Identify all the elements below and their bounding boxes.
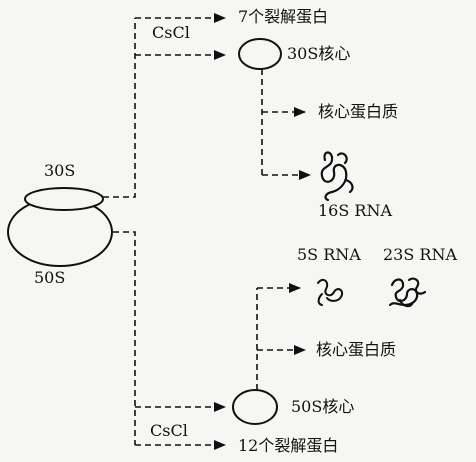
label-5s-rna: 5S RNA: [297, 246, 361, 264]
label-50s: 50S: [34, 269, 65, 287]
label-30s-core: 30S核心: [287, 45, 350, 63]
label-cscl-bottom: CsCl: [150, 422, 188, 440]
rna-coil-icon-23s: [390, 279, 425, 307]
connector-50s: [113, 232, 135, 445]
particle-icon-30s-core: [239, 39, 281, 69]
label-30s: 30S: [44, 162, 75, 180]
rna-coil-icon-16s: [322, 153, 353, 201]
label-16s-rna: 16S RNA: [318, 202, 392, 220]
particle-icon-50s-core: [233, 390, 277, 424]
label-50s-core: 50S核心: [291, 398, 354, 416]
ribosome-icon: [8, 188, 112, 266]
label-12-proteins: 12个裂解蛋白: [238, 437, 338, 455]
upper-pathway: [103, 18, 310, 197]
label-23s-rna: 23S RNA: [383, 246, 457, 264]
rna-coil-icon-5s: [318, 280, 342, 305]
label-core-protein-top: 核心蛋白质: [318, 103, 398, 121]
label-7-proteins: 7个裂解蛋白: [238, 8, 328, 26]
label-core-protein-bottom: 核心蛋白质: [316, 341, 396, 359]
connector-30s: [103, 18, 135, 197]
label-cscl-top: CsCl: [152, 24, 190, 42]
small-subunit-shape: [25, 188, 103, 210]
